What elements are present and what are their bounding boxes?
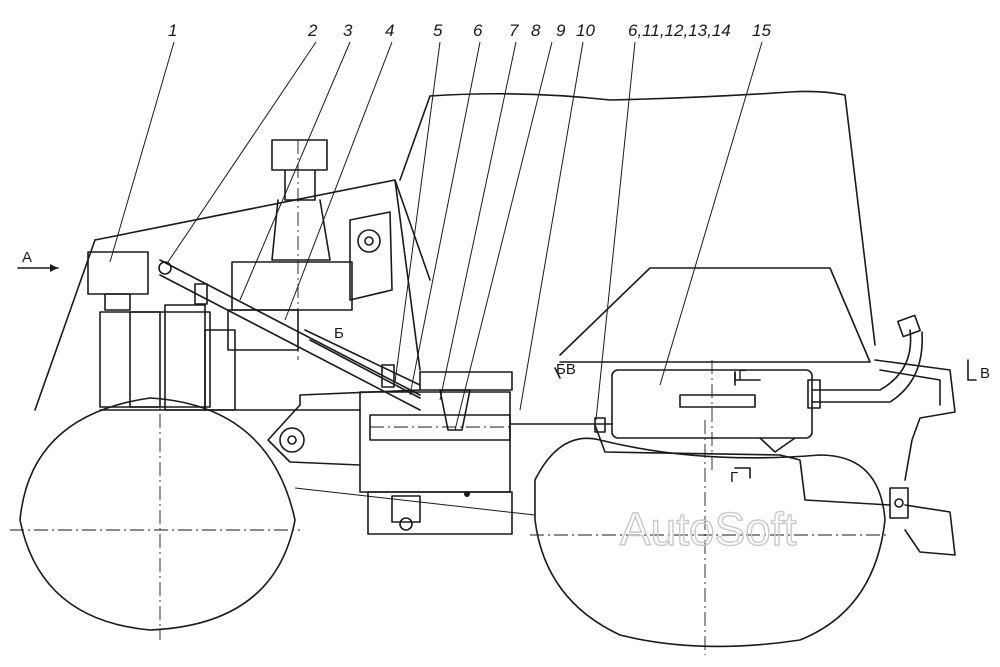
callout-1: 1	[168, 21, 177, 40]
view-label-bv: БВ	[556, 361, 576, 378]
hood-outline	[34, 179, 431, 411]
view-label-g-bottom: Г	[730, 469, 738, 486]
view-arrow-v	[967, 359, 977, 381]
front-mount	[87, 251, 361, 411]
callout-8: 8	[531, 21, 541, 40]
view-label-b: Б	[334, 325, 344, 342]
leader-lines	[109, 41, 763, 431]
engine-block	[227, 139, 353, 360]
watermark: AutoSoft	[620, 503, 797, 555]
callout-7: 7	[509, 21, 519, 40]
callout-4: 4	[385, 21, 394, 40]
view-arrow-a	[17, 264, 59, 272]
frame-bracket	[349, 211, 393, 301]
view-label-v: В	[980, 365, 990, 382]
fuel-tank	[559, 267, 871, 470]
front-wheel	[10, 390, 300, 640]
section-marks-g	[554, 367, 751, 479]
callout-5: 5	[433, 21, 443, 40]
body-outline	[399, 90, 876, 346]
callout-3: 3	[343, 21, 353, 40]
callout-6: 6	[473, 21, 483, 40]
lever-arm	[267, 389, 421, 466]
callout-2: 2	[307, 21, 318, 40]
inclined-pipe	[158, 259, 421, 411]
callout-9: 9	[556, 21, 566, 40]
frame-rails	[874, 359, 956, 556]
view-label-g-top: Г	[738, 367, 746, 384]
callout-10: 10	[576, 21, 595, 40]
callout-15: 15	[752, 21, 771, 40]
view-label-a: А	[22, 249, 32, 266]
callout-6-11-12-13-14: 6,11,12,13,14	[628, 21, 731, 40]
rear-wheel	[294, 420, 890, 655]
center-mechanism	[359, 371, 513, 535]
